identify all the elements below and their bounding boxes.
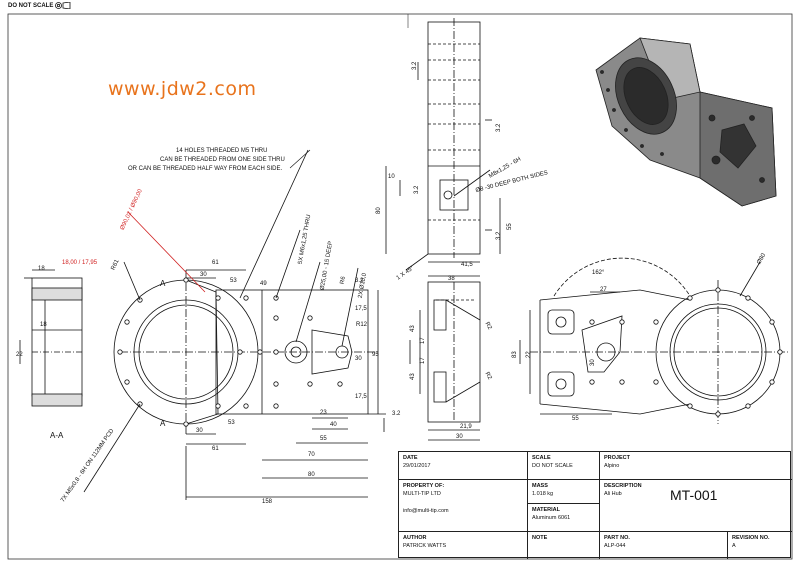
dim-53-bottom: 53	[228, 420, 235, 426]
note-cell: NOTE	[527, 531, 599, 559]
title-block: DATE 29/01/2017 SCALE DO NOT SCALE PROJE…	[398, 451, 792, 559]
dim-38: 38	[448, 276, 455, 282]
dim-3.2-a: 3.2	[355, 278, 364, 284]
dim-3.2-d: 3.2	[496, 123, 502, 132]
dim-3.2-e: 3.2	[414, 185, 420, 194]
dim-55-side: 55	[507, 223, 513, 230]
dim-22-rear: 22	[526, 351, 532, 358]
dim-95: 95	[372, 352, 379, 358]
dim-18-top: 18	[38, 266, 45, 272]
scale-cell: SCALE DO NOT SCALE	[527, 452, 599, 479]
dim-61-top: 61	[212, 260, 219, 266]
dim-r6: R6	[340, 275, 347, 284]
dim-41.5: 41,5	[461, 262, 473, 268]
mass-cell: MASS 1.018 kg	[527, 479, 599, 503]
dim-55-rear: 55	[572, 416, 579, 422]
side-view-bottom	[409, 261, 481, 441]
note-holes-3: OR CAN BE THREADED HALF WAY FROM EACH SI…	[128, 166, 282, 172]
description-cell: DESCRIPTION Ali Hub	[599, 479, 792, 531]
section-marker-bottom: A	[160, 419, 166, 428]
dim-80-dia: Ø80	[756, 252, 767, 265]
dim-30-right: 30	[355, 356, 362, 362]
front-view	[83, 149, 386, 500]
section-marker-top: A	[160, 279, 166, 288]
project-cell: PROJECT Alpino	[599, 452, 792, 479]
dim-r2-a: R2	[484, 321, 493, 331]
note-holes-2: CAN BE THREADED FROM ONE SIDE THRU	[160, 157, 285, 163]
dim-3.2-f: 3.2	[496, 231, 502, 240]
dim-53-top: 53	[230, 278, 237, 284]
property-cell: PROPERTY OF: MULTI-TIP LTD info@multi-ti…	[399, 479, 527, 531]
part-title: MT-001	[670, 487, 718, 503]
note-pcd: 7X M5x0,8 - 6H ON 112MM PCD	[60, 428, 116, 504]
note-m6-thru: 5X M6x1,25 THRU	[298, 214, 313, 265]
author-cell: AUTHOR PATRICK WATTS	[399, 531, 527, 559]
dim-23: 23	[320, 410, 327, 416]
revision-cell: REVISION NO. A	[727, 531, 792, 559]
do-not-scale-header: DO NOT SCALE	[8, 1, 71, 10]
dim-3.2-c: 3.2	[412, 61, 418, 70]
dim-30-rear: 30	[590, 359, 596, 366]
dim-17.5-a: 17,5	[355, 306, 367, 312]
note-25-deep: Ø25,00 - 15 DEEP	[320, 241, 335, 291]
dim-162-angle: 162°	[592, 270, 605, 276]
isometric-view	[595, 37, 777, 207]
watermark: www.jdw2.com	[108, 78, 257, 100]
dim-30-top: 30	[200, 272, 207, 278]
part-number-cell: PART NO. ALP-044	[599, 531, 727, 559]
dim-40: 40	[330, 422, 337, 428]
dim-27: 27	[600, 287, 607, 293]
dim-30-side: 30	[456, 434, 463, 440]
dim-49: 49	[260, 281, 267, 287]
dim-17.5-b: 17,5	[355, 394, 367, 400]
note-chamfer: 1 X 45°	[396, 265, 416, 282]
dim-83: 83	[512, 351, 518, 358]
dim-80-front: 80	[308, 472, 315, 478]
dim-22-left: 22	[16, 352, 23, 358]
dim-10: 10	[388, 174, 395, 180]
dim-30-bottom: 30	[196, 428, 203, 434]
dim-61-bottom: 61	[212, 446, 219, 452]
dim-21.9: 21,9	[460, 424, 472, 430]
dim-r2-b: R2	[484, 371, 493, 381]
dim-55-front: 55	[320, 436, 327, 442]
material-cell: MATERIAL Aluminum 6061	[527, 503, 599, 531]
dim-43-a: 43	[410, 325, 416, 332]
section-view-a-a	[19, 269, 83, 407]
dim-3.2-b: 3.2	[392, 411, 401, 417]
dim-80-side: 80	[376, 207, 382, 214]
dim-r12: R12	[356, 322, 368, 328]
dim-70: 70	[308, 452, 315, 458]
note-m8: M8x1,25 - 6H	[488, 157, 522, 180]
date-cell: DATE 29/01/2017	[403, 455, 431, 469]
dim-18-mid: 18	[40, 322, 47, 328]
rear-view	[519, 257, 790, 424]
note-8-deep: Ø8 -30 DEEP BOTH SIDES	[475, 170, 548, 194]
dim-43-b: 43	[410, 373, 416, 380]
dim-17-b: 17	[420, 357, 426, 364]
dim-158: 158	[262, 499, 273, 505]
dim-17-a: 17	[420, 337, 426, 344]
tolerance-left: 18,00 / 17,95	[62, 260, 98, 266]
note-holes-1: 14 HOLES THREADED M5 THRU	[176, 148, 267, 154]
side-view-top	[385, 18, 501, 271]
section-label: A-A	[50, 431, 64, 440]
dim-r61: R61	[110, 258, 120, 271]
dim-2x-10: 2X Ø10,0	[358, 272, 368, 299]
